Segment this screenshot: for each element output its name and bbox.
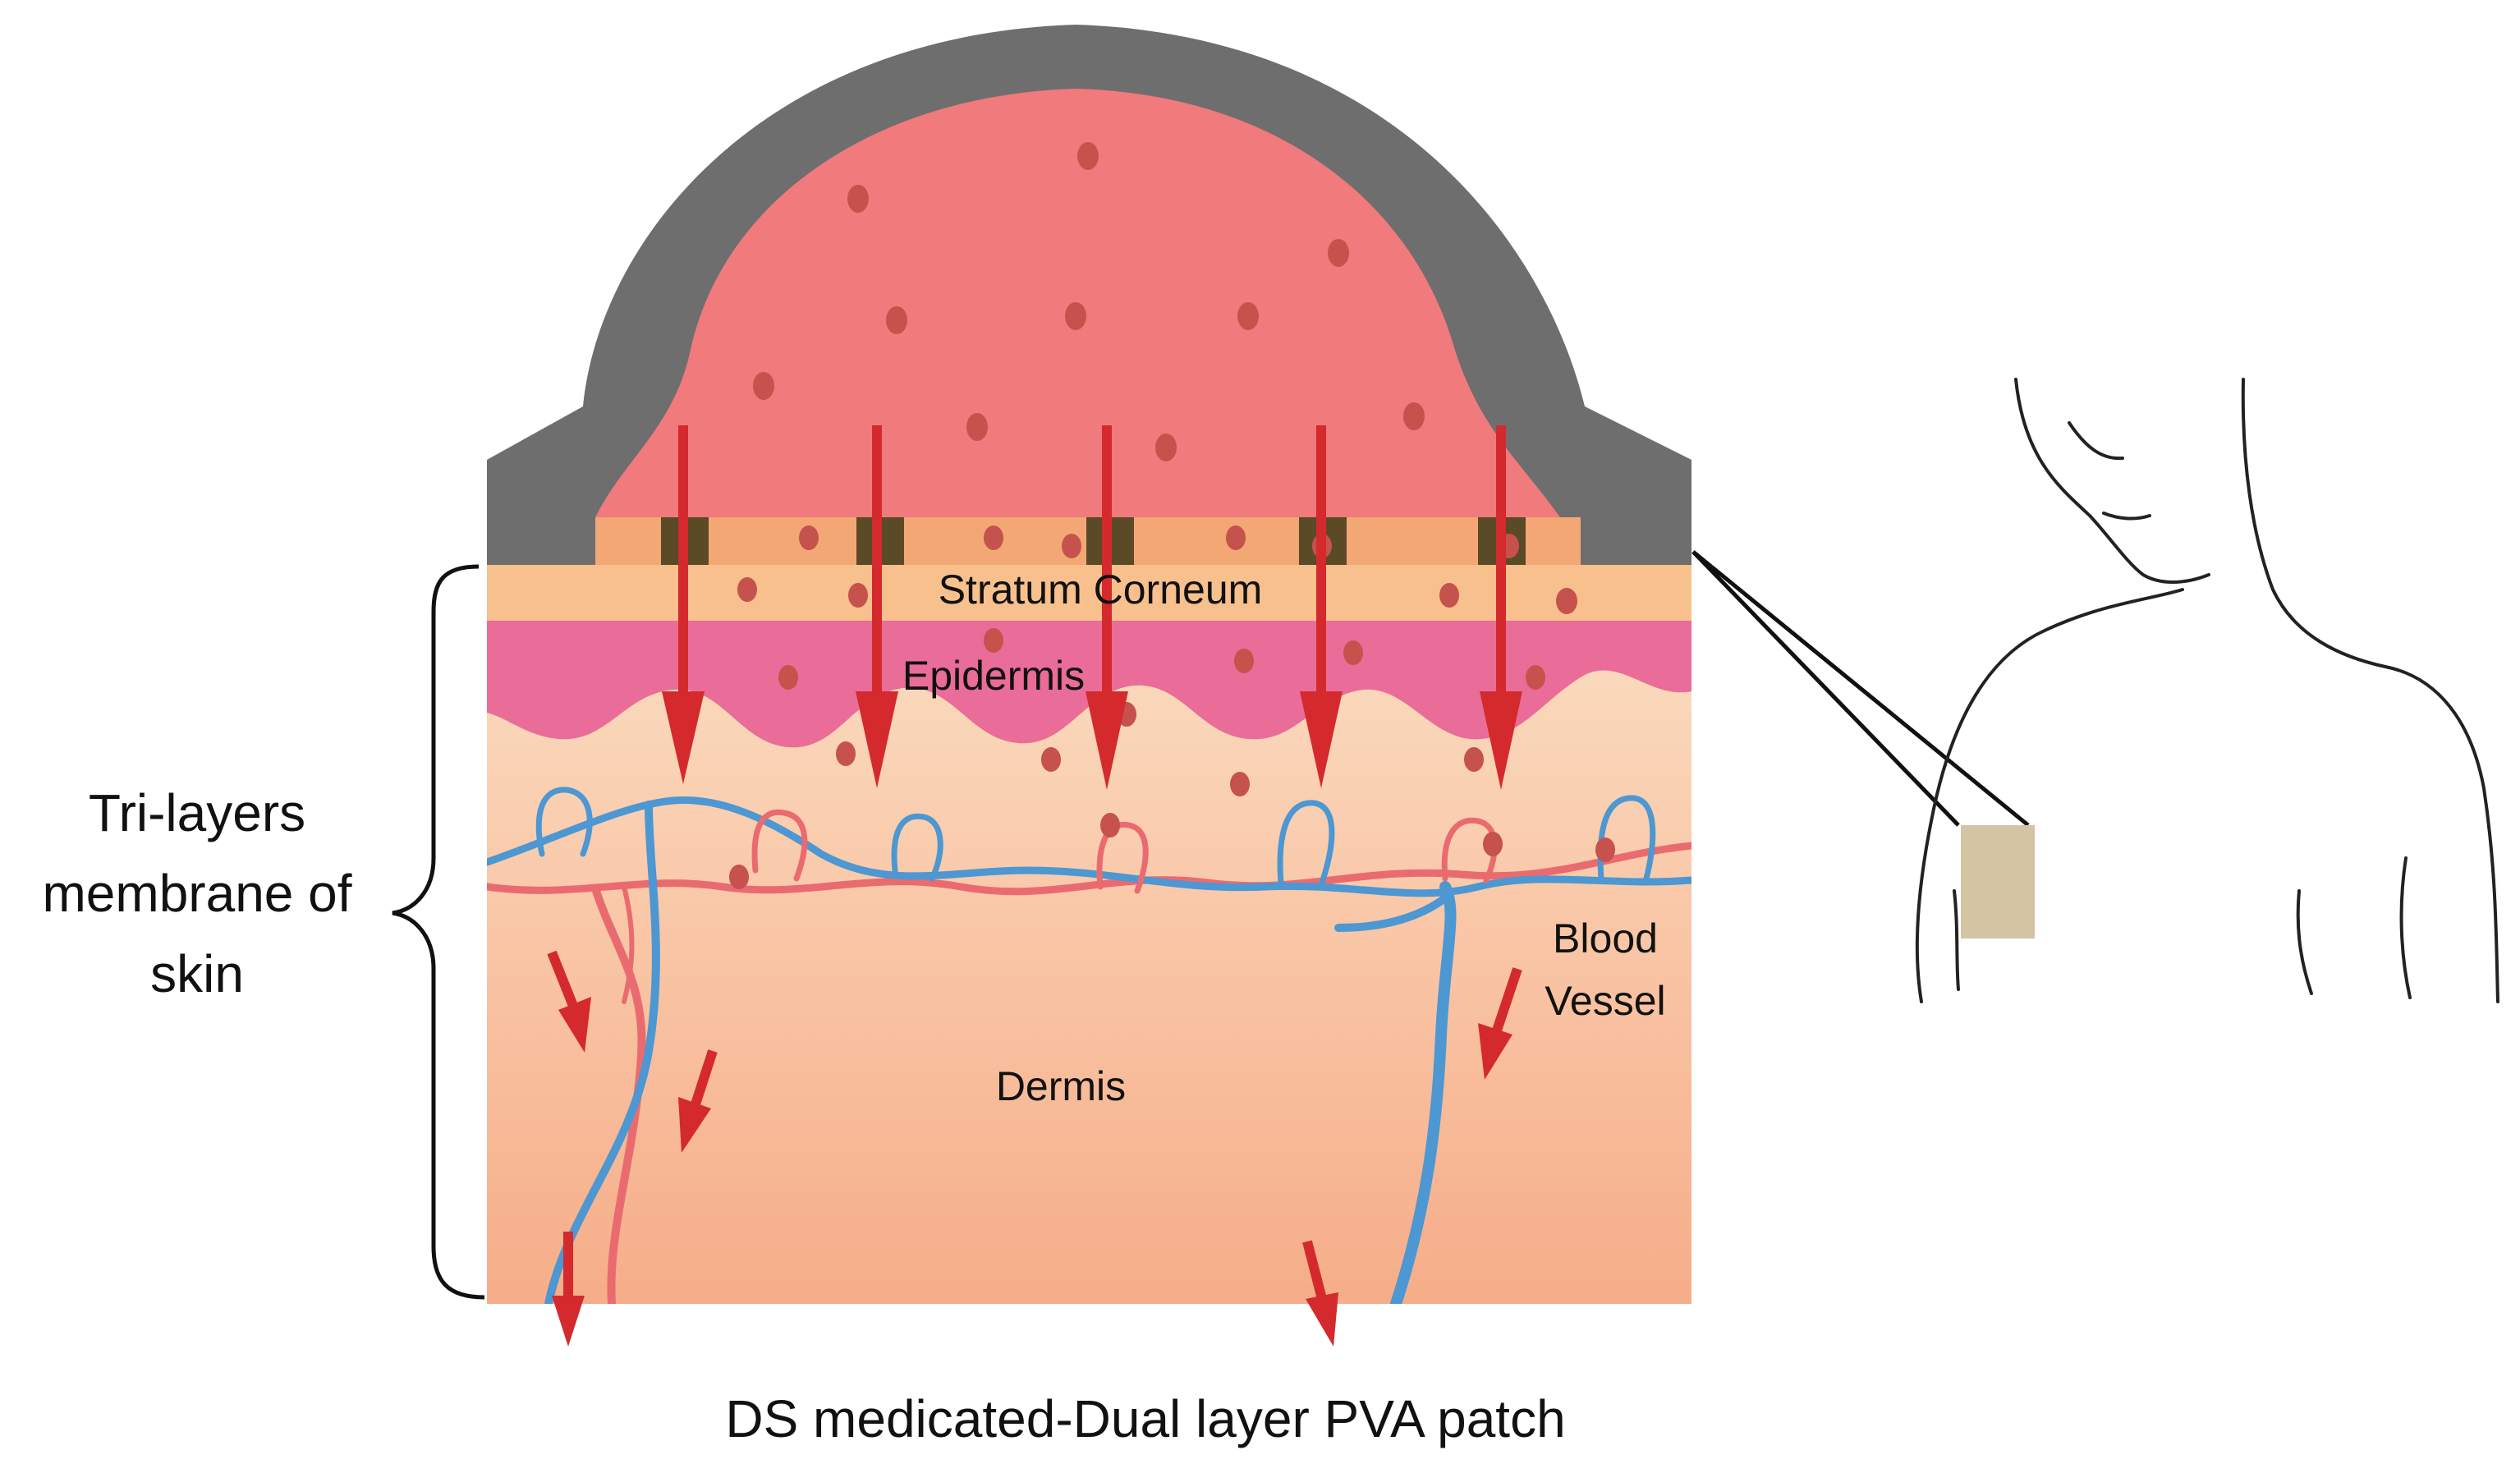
applied-skin-patch [1961, 825, 2035, 938]
absorption-arrow [1478, 967, 1522, 1080]
face-outline [2014, 378, 2210, 584]
artery-horizontal [487, 842, 1691, 896]
vein-descending-left [544, 801, 660, 1304]
diffusion-arrow [662, 425, 705, 784]
absorption-arrow [547, 950, 591, 1053]
absorption-arrow [1302, 1240, 1338, 1347]
epidermis-label: Epidermis [902, 653, 1085, 699]
chest-left [1953, 889, 1960, 991]
neck-right [2241, 378, 2499, 1003]
epidermis-layer [487, 608, 1691, 748]
absorption-arrows [547, 950, 1522, 1347]
artery-descending-left-2 [622, 884, 635, 1004]
vein-branch-right [1334, 891, 1453, 932]
diffusion-arrow [1300, 425, 1343, 788]
tri-layers-brace [392, 564, 485, 1300]
tri-layers-label-line1: Tri-layers [89, 783, 305, 842]
dermis-label: Dermis [996, 1063, 1126, 1109]
vein-horizontal [487, 796, 1691, 897]
absorption-arrow [678, 1049, 718, 1153]
blood-vessel-label-line1: Blood [1553, 915, 1658, 961]
drug-particles [729, 142, 1615, 889]
diffusion-arrow [1086, 425, 1128, 790]
capillary-loop [1277, 800, 1335, 886]
callout-lines [1691, 550, 2030, 827]
armpit-right [2399, 856, 2412, 999]
ear [2068, 421, 2124, 461]
chest-right [2296, 889, 2313, 995]
tri-layers-label-line2: membrane of [42, 864, 351, 923]
tri-layers-label-line3: skin [150, 944, 244, 1003]
capillary-loop [1597, 795, 1656, 882]
blood-vessels [487, 787, 1691, 1304]
absorption-arrow [552, 1232, 585, 1347]
diffusion-arrow [856, 425, 898, 788]
capillary-loop [751, 809, 808, 882]
artery-descending-left [591, 884, 646, 1304]
blood-vessel-label-line2: Vessel [1545, 978, 1665, 1024]
capillary-loop [1096, 821, 1149, 894]
diffusion-arrow [1480, 425, 1522, 790]
mouth [2102, 512, 2151, 521]
capillary-loop [891, 813, 943, 882]
human-torso-outline [1915, 378, 2499, 1003]
diffusion-arrows [662, 425, 1522, 790]
stratum-corneum-label: Stratum Corneum [939, 567, 1263, 613]
vein-descending-right [1390, 881, 1457, 1304]
figure-caption: DS medicated-Dual layer PVA patch [725, 1389, 1565, 1448]
neck-left [1915, 588, 2184, 1003]
capillary-loop [535, 787, 593, 857]
